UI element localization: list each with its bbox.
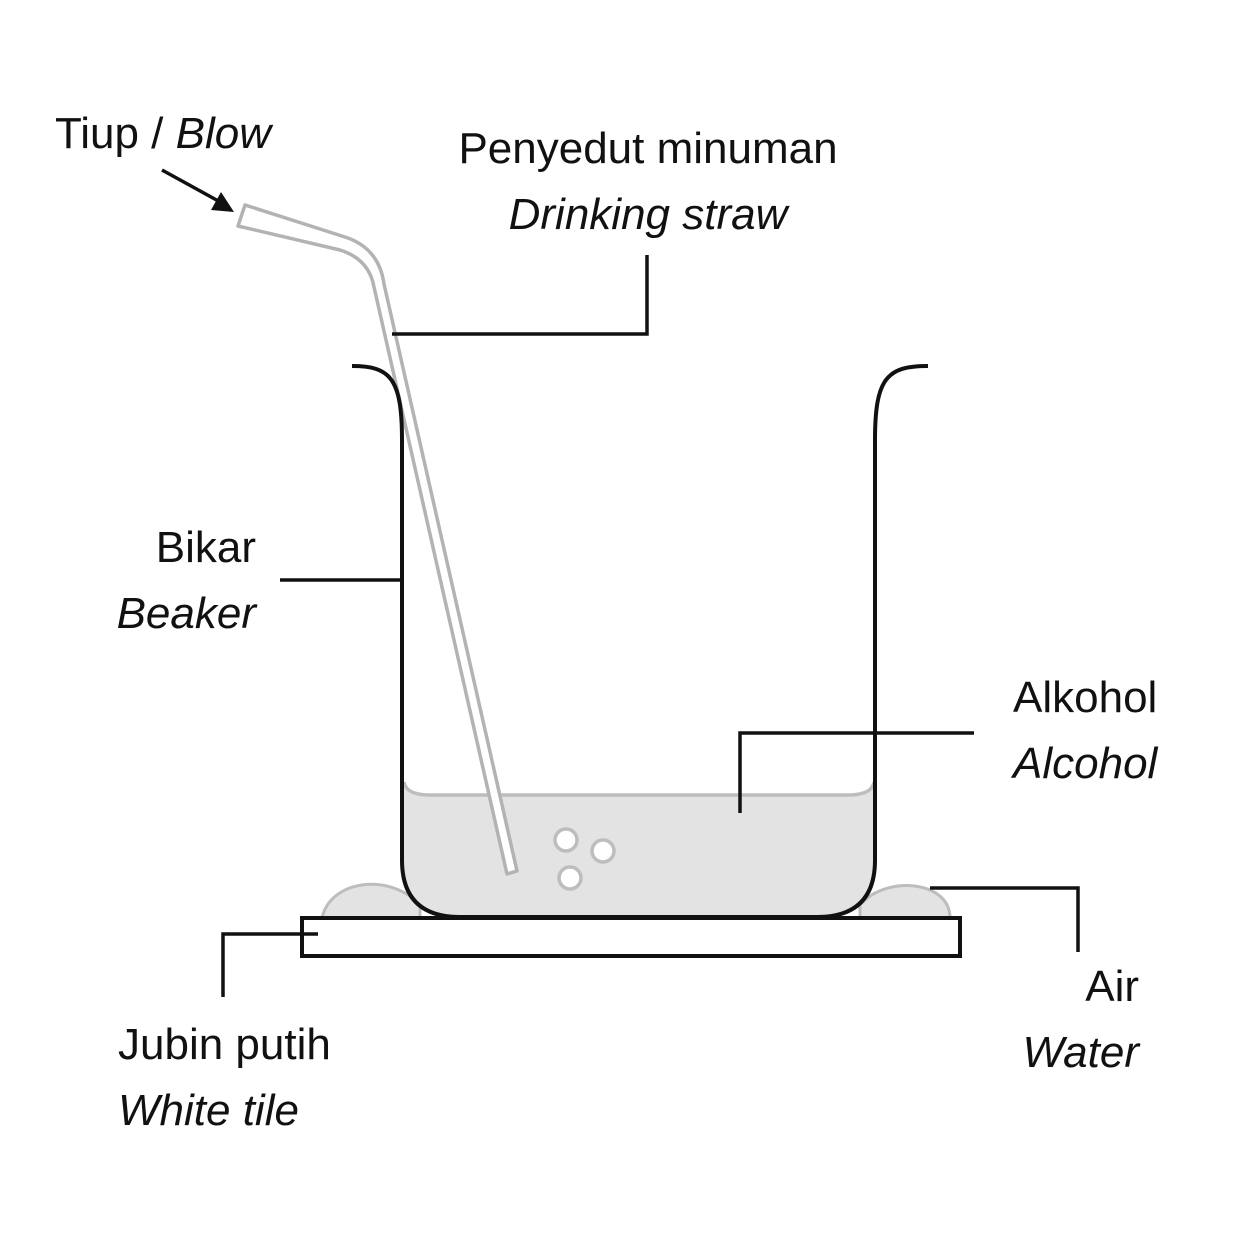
beaker-label-ms: Bikar [156,523,256,572]
beaker-label-en: Beaker [117,589,259,638]
water-label-ms: Air [1085,962,1139,1011]
water-label-en: Water [1022,1028,1141,1077]
tile-leader-line [221,932,318,997]
alcohol-leader-line [738,731,974,813]
drinking-straw [236,203,519,876]
tile-label-en: White tile [118,1086,299,1135]
tile-label-ms: Jubin putih [118,1020,331,1069]
alcohol-liquid [402,781,876,917]
bubble [557,865,583,891]
bubble [590,838,616,864]
alcohol-label-en: Alcohol [1010,739,1159,788]
blow-label: Tiup / Blow [55,109,274,158]
white-tile [300,916,962,958]
straw-label-ms: Penyedut minuman [458,124,837,173]
alcohol-label-ms: Alkohol [1013,673,1157,722]
bubble-icon [553,827,616,891]
straw-label-en: Drinking straw [509,190,791,239]
blow-label-en: Blow [176,109,275,158]
blow-label-ms: Tiup / [55,109,164,158]
straw-leader-line [392,255,649,336]
bubble [553,827,579,853]
water-leader-line [930,886,1080,952]
arrow-down-right-icon [161,168,234,212]
